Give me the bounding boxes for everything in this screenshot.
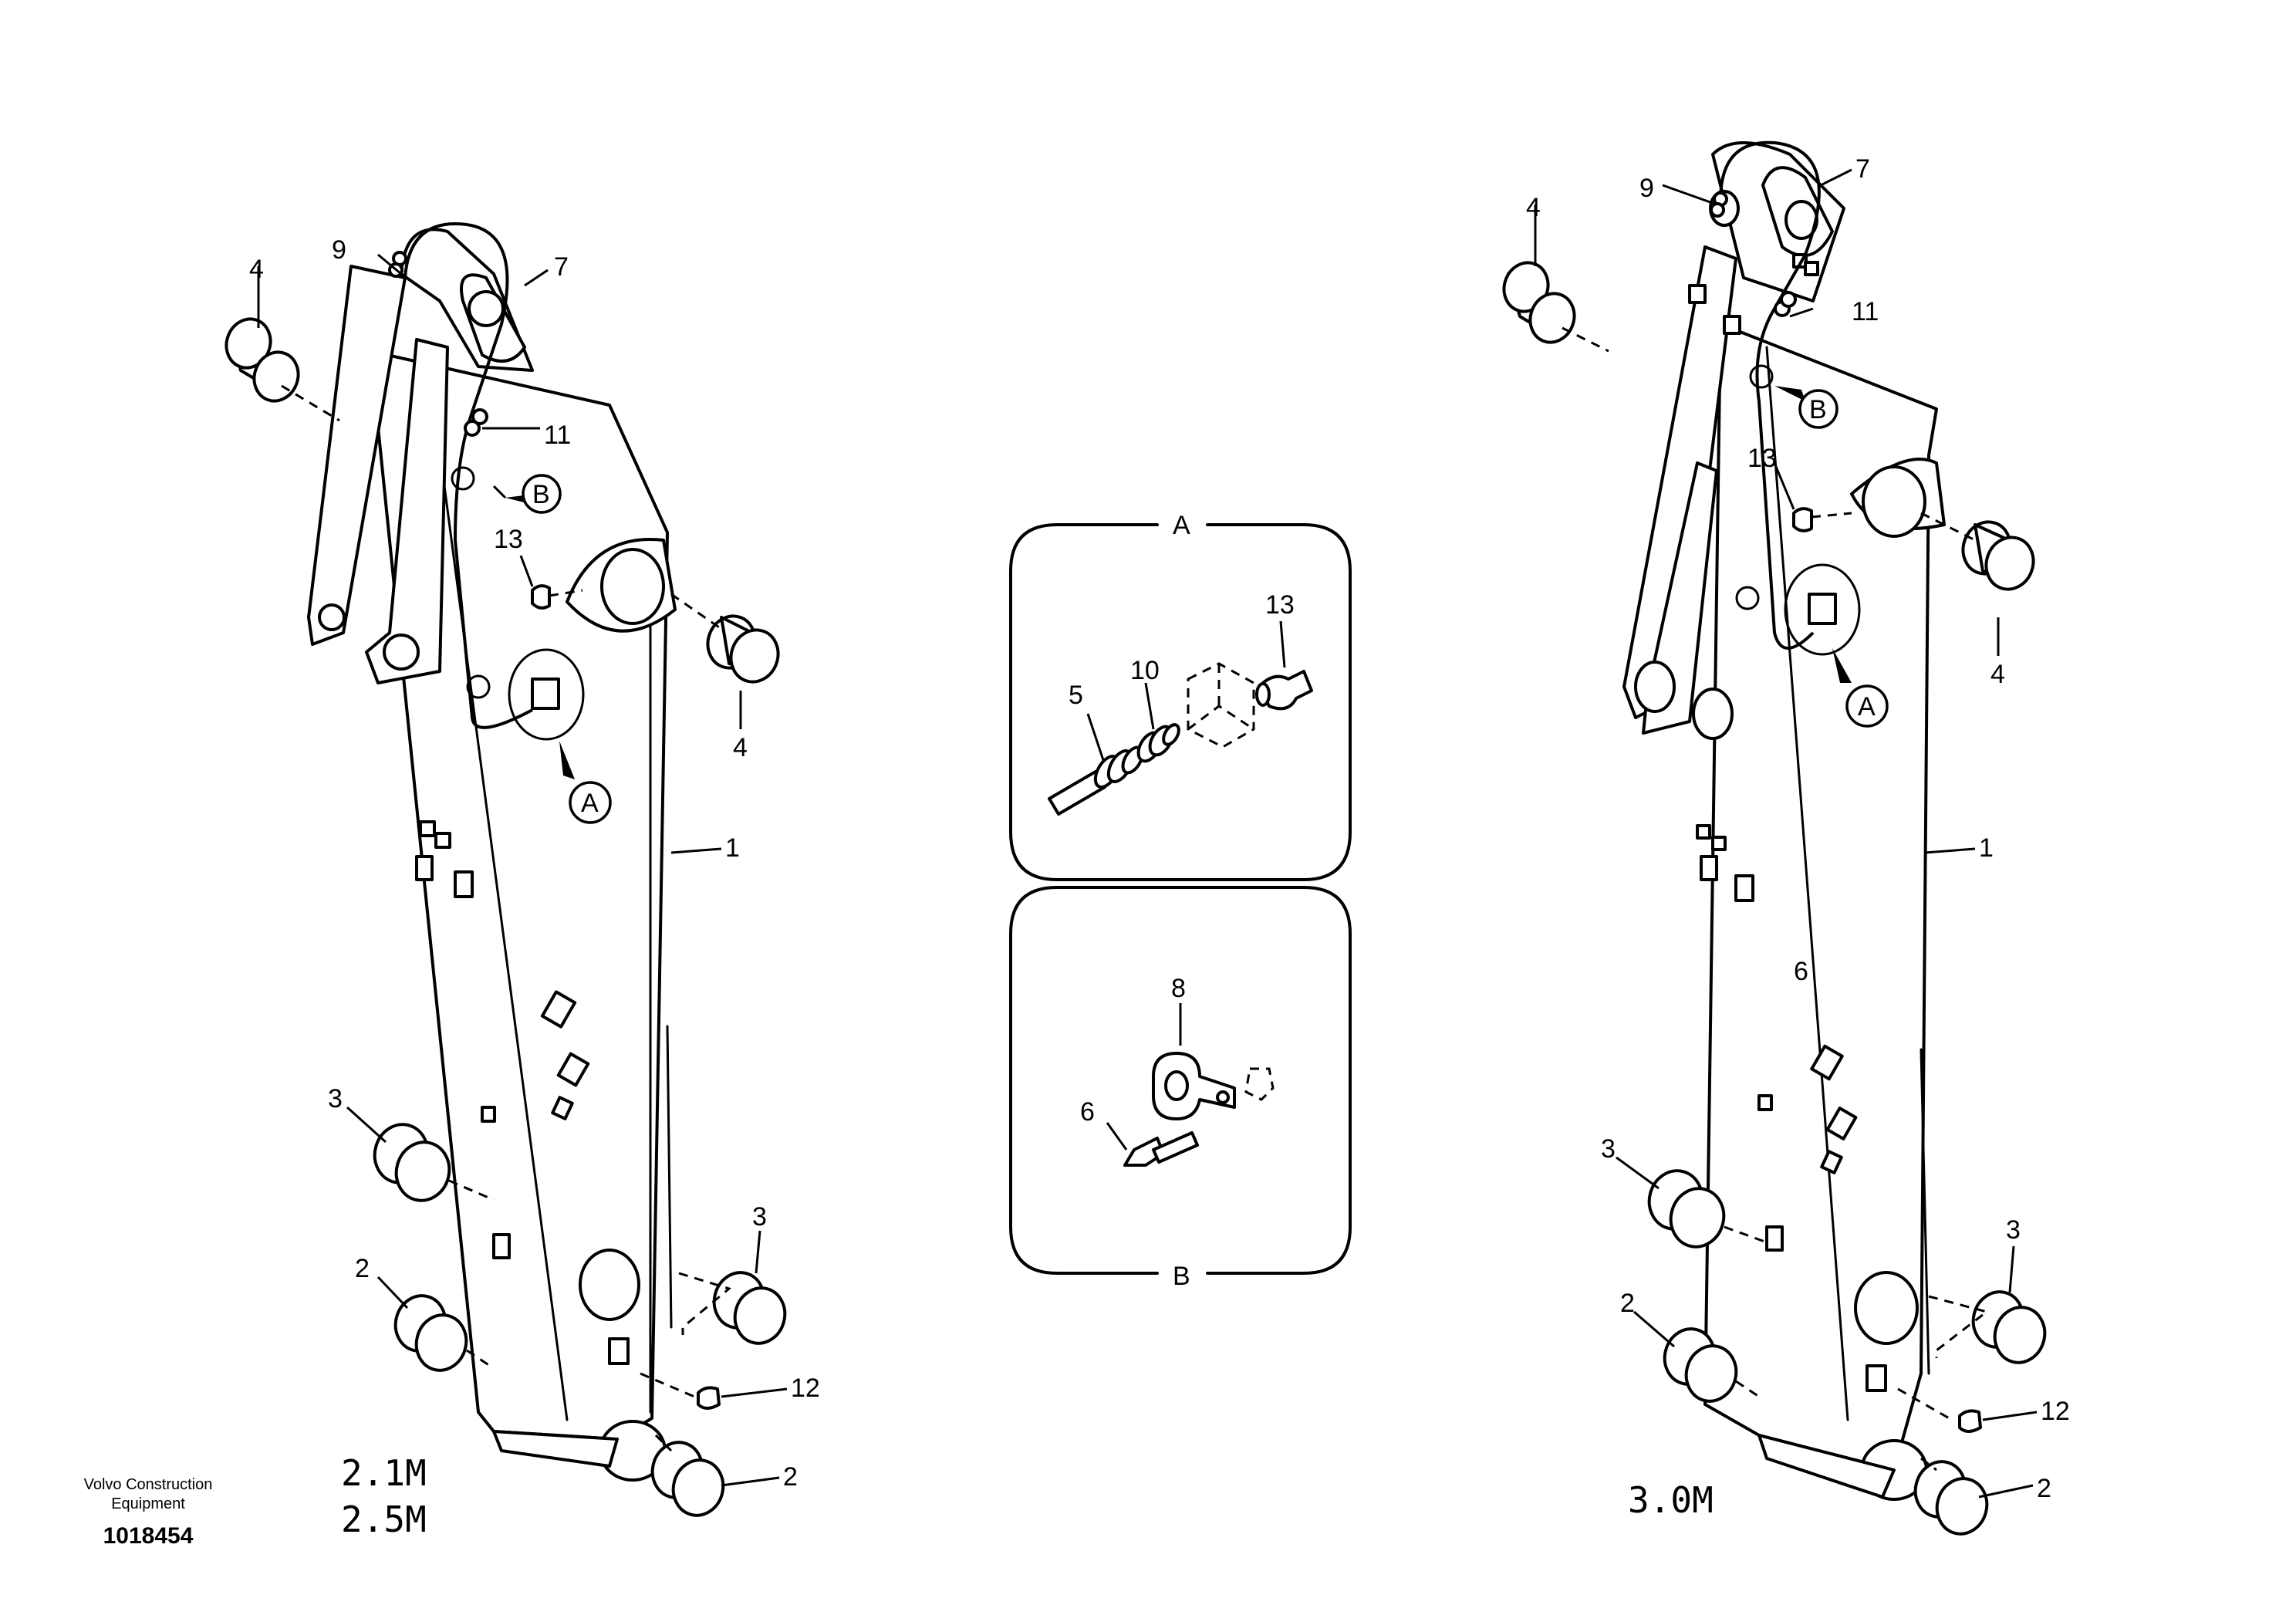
bushing-4-right-right [1961,520,2035,591]
callout-13: 13 [1265,590,1295,620]
bushing-4-upper-right [1502,261,1576,344]
callout-12: 12 [2041,1397,2070,1426]
footer: Volvo Construction Equipment 1018454 [84,1476,213,1549]
detail-b-title: B [1173,1262,1190,1291]
callout-3: 3 [1601,1134,1616,1164]
callout-3: 3 [2006,1215,2021,1245]
detail-a [1009,523,1352,881]
callout-12: 12 [791,1374,820,1403]
callout-1: 1 [725,833,740,863]
callout-13: 13 [494,525,523,554]
callout-8: 8 [1171,974,1186,1003]
variant-2-5m: 2.5M [341,1499,427,1540]
variant-3-0m: 3.0M [1628,1479,1714,1521]
callout-4: 4 [249,255,264,284]
callout-13: 13 [1747,444,1777,473]
bushing-3-right-right [1971,1290,2047,1364]
left-arm [225,221,788,1517]
right-arm [1502,140,2047,1536]
callout-11: 11 [544,421,571,450]
callout-7: 7 [554,252,569,282]
callout-6: 6 [1080,1097,1095,1127]
callout-5: 5 [1069,681,1083,710]
callout-3: 3 [328,1084,343,1113]
variant-labels: 2.1M 2.5M 3.0M [341,1452,1714,1540]
detail-a-marker: A [1858,692,1876,721]
bushing-2-left-right [1663,1327,1738,1403]
detail-a-marker: A [581,789,599,818]
callout-1: 1 [1979,833,1994,863]
callout-4: 4 [733,733,748,762]
detail-a-title: A [1173,511,1190,540]
callout-labels: 4 9 7 11 13 4 1 3 3 2 12 2 B A 4 9 7 11 … [249,154,2070,1503]
variant-2-1m: 2.1M [341,1452,427,1494]
callout-9: 9 [1639,174,1654,203]
callout-4: 4 [1990,660,2005,689]
bushing-2-right-right [1913,1460,1989,1536]
callout-2: 2 [1620,1289,1635,1318]
brand-line-2: Equipment [111,1495,185,1512]
callout-11: 11 [1852,297,1879,326]
detail-b-marker: B [1809,395,1827,424]
detail-b-marker: B [532,480,550,509]
callout-2: 2 [2037,1474,2051,1503]
bushing-2-left-left [393,1294,468,1372]
brand-line-1: Volvo Construction [84,1476,213,1493]
callout-6: 6 [1794,957,1808,986]
callout-3: 3 [752,1202,767,1232]
bushing-3-right-left [712,1271,787,1345]
bushing-3-left-left [373,1123,451,1202]
bushing-2-right-left [650,1441,725,1517]
callout-2: 2 [783,1462,798,1492]
drawing-number: 1018454 [103,1523,194,1549]
bushing-4-upper-left [225,317,300,403]
detail-b [1009,886,1352,1275]
bushing-4-right-left [706,614,780,684]
callout-2: 2 [355,1254,370,1283]
bushing-3-left-right [1647,1169,1726,1249]
callout-10: 10 [1130,656,1160,685]
callout-4: 4 [1526,193,1541,222]
callout-9: 9 [332,235,346,265]
callout-7: 7 [1855,154,1870,184]
